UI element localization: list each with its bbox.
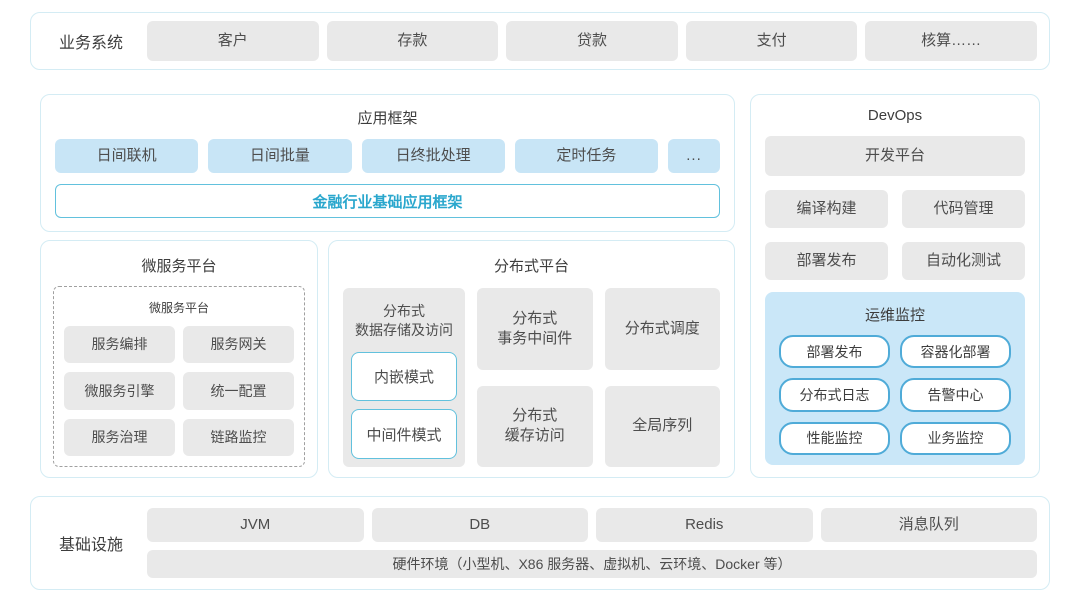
- infra-box-jvm: JVM: [147, 508, 364, 542]
- micro-box-orchestration: 服务编排: [64, 326, 175, 364]
- monitor-box-alert-center: 告警中心: [900, 378, 1011, 412]
- app-module-daytime-online: 日间联机: [55, 139, 199, 173]
- monitor-box-performance: 性能监控: [779, 421, 890, 455]
- devops-tools-grid: 编译构建 代码管理 部署发布 自动化测试: [765, 190, 1025, 280]
- devops-panel: DevOps 开发平台 编译构建 代码管理 部署发布 自动化测试 运维监控 部署…: [750, 94, 1040, 478]
- distributed-grid: 分布式 数据存储及访问 内嵌模式 中间件模式 分布式 事务中间件 分布式调度 分…: [343, 288, 720, 467]
- micro-box-engine: 微服务引擎: [64, 372, 175, 410]
- storage-mode-middleware: 中间件模式: [351, 409, 457, 459]
- infrastructure-panel: 基础设施 JVM DB Redis 消息队列 硬件环境（小型机、X86 服务器、…: [30, 496, 1050, 590]
- dist-box-global-sequence: 全局序列: [604, 385, 720, 467]
- business-box-loan: 贷款: [506, 21, 678, 61]
- business-box-customer: 客户: [147, 21, 319, 61]
- microservice-inner-box: 微服务平台 服务编排 服务网关 微服务引擎 统一配置 服务治理 链路监控: [53, 286, 305, 467]
- distributed-panel: 分布式平台 分布式 数据存储及访问 内嵌模式 中间件模式 分布式 事务中间件 分…: [328, 240, 735, 478]
- business-systems-panel: 业务系统 客户 存款 贷款 支付 核算……: [30, 12, 1050, 70]
- business-box-accounting: 核算……: [865, 21, 1037, 61]
- dist-box-transaction-middleware: 分布式 事务中间件: [477, 288, 593, 370]
- left-column: 应用框架 日间联机 日间批量 日终批处理 定时任务 ... 金融行业基础应用框架…: [40, 94, 735, 478]
- micro-box-tracing: 链路监控: [183, 418, 294, 456]
- microservice-title: 微服务平台: [141, 258, 217, 275]
- app-module-daytime-batch: 日间批量: [208, 139, 352, 173]
- distributed-storage-box: 分布式 数据存储及访问 内嵌模式 中间件模式: [343, 288, 465, 467]
- dist-box-scheduling: 分布式调度: [604, 288, 720, 370]
- infra-box-db: DB: [371, 508, 588, 542]
- devops-dev-platform-box: 开发平台: [765, 136, 1025, 176]
- microservice-grid: 服务编排 服务网关 微服务引擎 统一配置 服务治理 链路监控: [64, 326, 294, 456]
- devops-box-auto-test: 自动化测试: [902, 242, 1025, 280]
- app-module-eod-batch: 日终批处理: [361, 139, 505, 173]
- devops-box-build: 编译构建: [765, 190, 888, 228]
- business-systems-label: 业务系统: [58, 35, 123, 52]
- infra-box-mq: 消息队列: [820, 508, 1037, 542]
- micro-box-config: 统一配置: [183, 372, 294, 410]
- app-framework-panel: 应用框架 日间联机 日间批量 日终批处理 定时任务 ... 金融行业基础应用框架: [40, 94, 735, 232]
- devops-box-code-mgmt: 代码管理: [902, 190, 1025, 228]
- hardware-env-box: 硬件环境（小型机、X86 服务器、虚拟机、云环境、Docker 等）: [147, 550, 1037, 578]
- infrastructure-label: 基础设施: [58, 537, 123, 554]
- distributed-storage-title: 分布式 数据存储及访问: [355, 303, 453, 338]
- ops-monitor-title: 运维监控: [864, 307, 925, 324]
- microservice-inner-title: 微服务平台: [148, 301, 209, 315]
- monitor-box-business: 业务监控: [900, 421, 1011, 455]
- base-framework-box: 金融行业基础应用框架: [55, 184, 720, 218]
- devops-box-deploy: 部署发布: [765, 242, 888, 280]
- storage-mode-embedded: 内嵌模式: [351, 351, 457, 402]
- app-module-scheduled-task: 定时任务: [514, 139, 658, 173]
- monitor-box-deploy: 部署发布: [779, 335, 890, 369]
- infrastructure-row: JVM DB Redis 消息队列: [147, 508, 1037, 542]
- monitor-box-container-deploy: 容器化部署: [900, 335, 1011, 369]
- business-box-deposit: 存款: [326, 21, 499, 61]
- micro-box-gateway: 服务网关: [183, 326, 294, 364]
- business-systems-row: 客户 存款 贷款 支付 核算……: [147, 21, 1037, 61]
- ops-monitor-grid: 部署发布 容器化部署 分布式日志 告警中心 性能监控 业务监控: [779, 335, 1011, 455]
- devops-title: DevOps: [867, 107, 923, 124]
- business-box-payment: 支付: [685, 21, 858, 61]
- dist-box-cache-access: 分布式 缓存访问: [477, 385, 593, 467]
- app-framework-title: 应用框架: [357, 110, 418, 127]
- app-module-more: ...: [668, 139, 720, 173]
- microservice-panel: 微服务平台 微服务平台 服务编排 服务网关 微服务引擎 统一配置 服务治理 链路…: [40, 240, 318, 478]
- ops-monitor-panel: 运维监控 部署发布 容器化部署 分布式日志 告警中心 性能监控 业务监控: [765, 292, 1025, 465]
- monitor-box-distributed-log: 分布式日志: [779, 378, 890, 412]
- micro-box-governance: 服务治理: [64, 418, 175, 456]
- app-framework-modules: 日间联机 日间批量 日终批处理 定时任务 ...: [55, 139, 720, 173]
- platforms-row: 微服务平台 微服务平台 服务编排 服务网关 微服务引擎 统一配置 服务治理 链路…: [40, 240, 735, 478]
- infra-box-redis: Redis: [596, 508, 813, 542]
- middle-section: 应用框架 日间联机 日间批量 日终批处理 定时任务 ... 金融行业基础应用框架…: [40, 94, 1040, 478]
- infrastructure-content: JVM DB Redis 消息队列 硬件环境（小型机、X86 服务器、虚拟机、云…: [147, 508, 1037, 578]
- distributed-title: 分布式平台: [493, 258, 569, 275]
